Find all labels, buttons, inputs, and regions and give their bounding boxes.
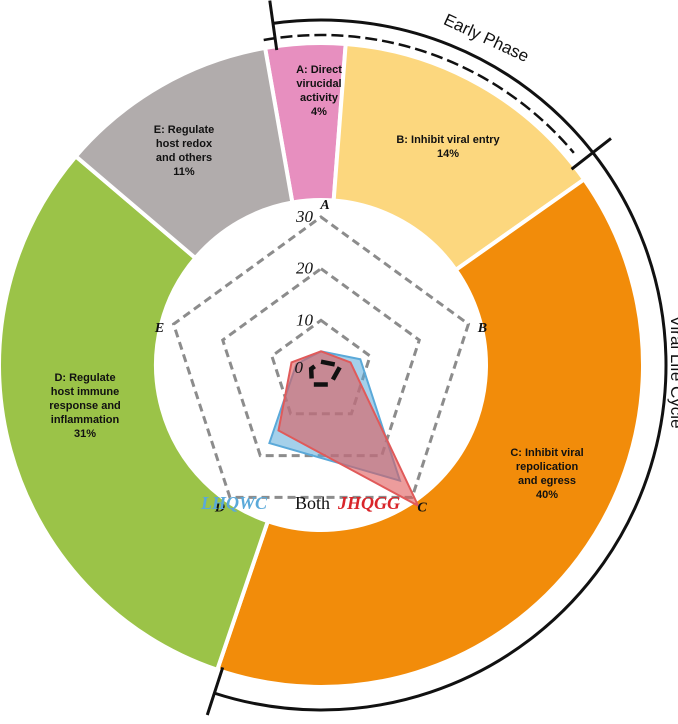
slice-label-b: B: Inhibit viral entry 14% bbox=[396, 134, 500, 160]
early-phase-dashed-arc bbox=[263, 33, 575, 154]
slice-label-line: B: Inhibit viral entry bbox=[396, 134, 500, 146]
slice-label-line: virucidal bbox=[296, 78, 341, 90]
slice-label-line: 31% bbox=[74, 428, 96, 440]
slice-label-line: activity bbox=[300, 92, 339, 104]
arc-tick-start bbox=[268, 0, 279, 51]
viral-life-cycle-arc bbox=[213, 151, 668, 712]
radar-axis-d: D bbox=[214, 500, 225, 515]
viral-life-cycle-label: Viral Life Cycle bbox=[667, 315, 678, 428]
radar-grid-10 bbox=[270, 318, 372, 416]
donut-slice-d bbox=[0, 153, 271, 673]
slice-label-line: inflammation bbox=[51, 414, 120, 426]
radar-tick-30: 30 bbox=[295, 207, 314, 226]
arc-tick-middle bbox=[570, 137, 612, 171]
slice-label-line: and others bbox=[156, 152, 212, 164]
slice-label-e: E: Regulate host redox and others 11% bbox=[154, 124, 215, 178]
legend-jhqgg: JHQGG bbox=[337, 493, 400, 513]
radar-axis-a: A bbox=[319, 198, 329, 213]
donut-slice-c bbox=[214, 176, 645, 689]
radar-axis-b: B bbox=[477, 321, 487, 336]
donut-slice-b bbox=[331, 41, 587, 273]
early-phase-label: Early Phase bbox=[441, 10, 532, 66]
radar-tick-0: 0 bbox=[295, 358, 304, 377]
slice-label-line: C: Inhibit viral bbox=[510, 447, 583, 459]
slice-label-line: host immune bbox=[51, 386, 119, 398]
slice-label-line: D: Regulate bbox=[54, 372, 115, 384]
slice-label-line: host redox bbox=[156, 138, 213, 150]
radar-tick-20: 20 bbox=[296, 259, 314, 278]
slice-label-line: and egress bbox=[518, 475, 576, 487]
slice-label-line: E: Regulate bbox=[154, 124, 215, 136]
slice-label-line: 4% bbox=[311, 106, 327, 118]
slice-label-line: A: Direct bbox=[296, 64, 342, 76]
radar-axis-e: E bbox=[154, 321, 164, 336]
legend-lhqwc: LHQWC bbox=[200, 493, 268, 513]
slice-label-a: A: Direct virucidal activity 4% bbox=[296, 64, 342, 118]
donut-chart: A: Direct virucidal activity 4% B: Inhibit v… bbox=[0, 41, 645, 689]
early-phase-arc bbox=[272, 18, 595, 154]
radar-axis-c: C bbox=[417, 500, 427, 515]
slice-label-line: response and bbox=[49, 400, 121, 412]
radar-chart: 0 10 20 30 A B C D E bbox=[154, 198, 487, 515]
legend-both: Both bbox=[295, 493, 330, 513]
slice-label-d: D: Regulate host immune response and inflam… bbox=[49, 372, 121, 440]
slice-label-line: 11% bbox=[173, 166, 195, 178]
donut-slice-e bbox=[72, 45, 295, 261]
arc-tick-end bbox=[205, 666, 225, 716]
slice-label-line: 40% bbox=[536, 489, 558, 501]
radar-series-jhqgg bbox=[277, 350, 421, 509]
radar-grid-30 bbox=[171, 215, 471, 499]
radar-tick-10: 10 bbox=[296, 310, 314, 329]
radar-series-both bbox=[308, 359, 345, 387]
slice-label-line: repolication bbox=[516, 461, 579, 473]
slice-label-line: 14% bbox=[437, 148, 459, 160]
slice-label-c: C: Inhibit viral repolication and egress 40… bbox=[510, 447, 583, 501]
